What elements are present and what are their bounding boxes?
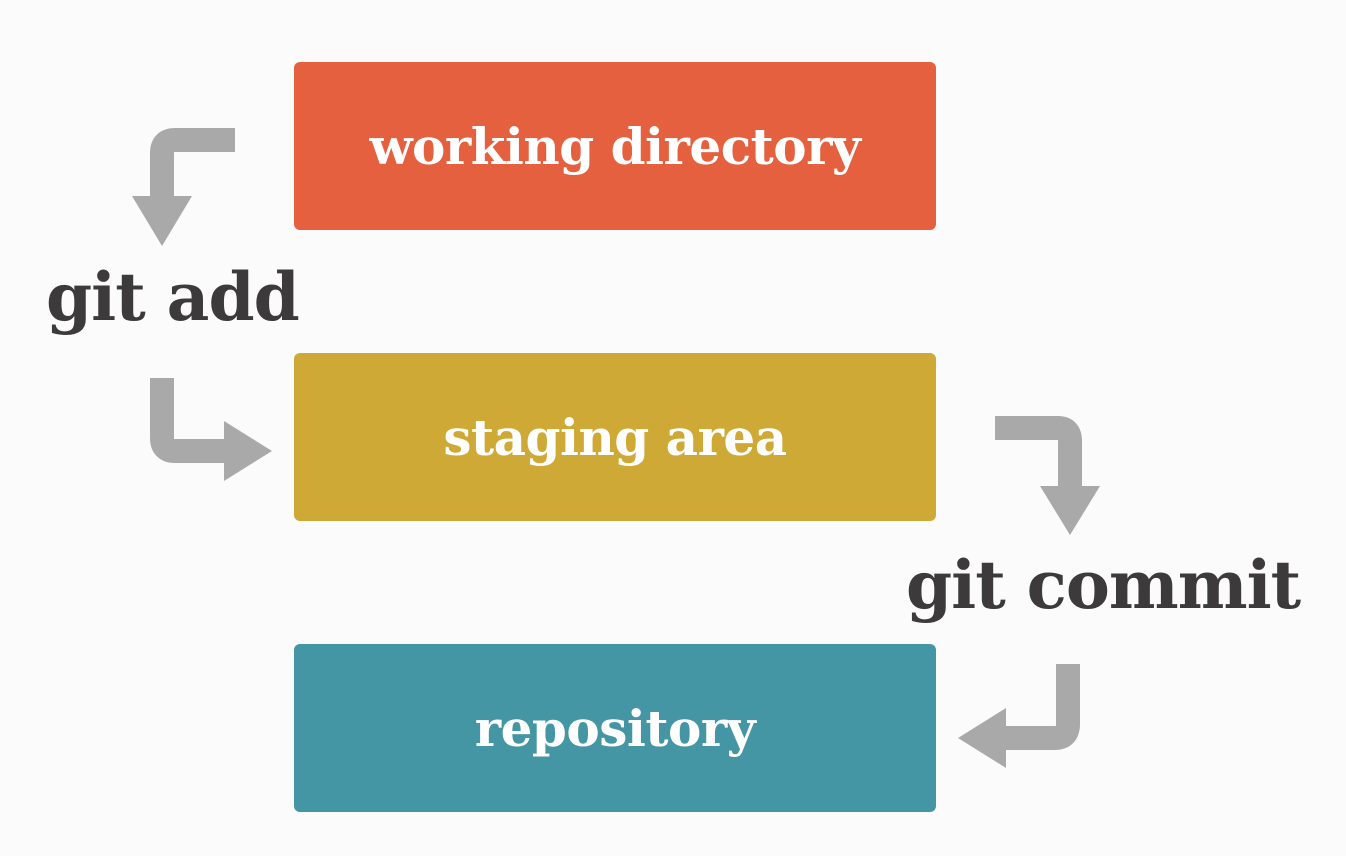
working-directory-box: working directory	[294, 62, 936, 230]
staging-area-label: staging area	[443, 407, 787, 467]
repository-box: repository	[294, 644, 936, 812]
repository-label: repository	[474, 698, 756, 758]
working-directory-label: working directory	[369, 116, 862, 176]
staging-area-box: staging area	[294, 353, 936, 521]
git-commit-label: git commit	[906, 546, 1301, 624]
git-add-label: git add	[46, 258, 300, 336]
